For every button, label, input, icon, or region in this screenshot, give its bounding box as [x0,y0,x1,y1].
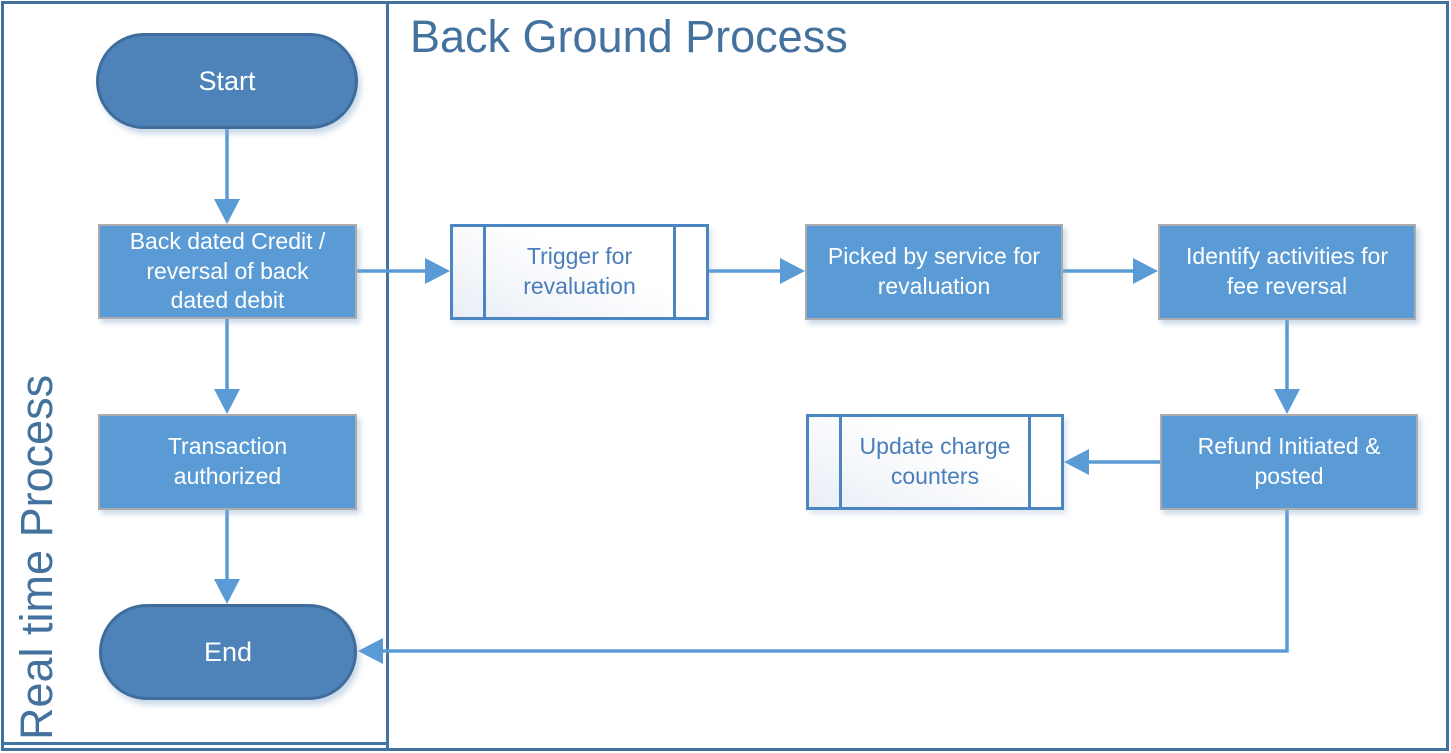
realtime-lane-bottom-border [1,742,389,745]
node-label: Picked by service for revaluation [827,243,1041,299]
node-label: Identify activities for fee reversal [1186,243,1388,299]
node-label: End [203,636,253,667]
node-update-charge-counters-subprocess: Update charge counters [806,414,1064,510]
subprocess-bar-left [839,417,842,507]
node-label: Start [198,65,256,96]
node-label: Back dated Credit / reversal of back dat… [129,227,326,314]
node-transaction-authorized-process: Transaction authorized [98,414,357,510]
node-identify-activities-process: Identify activities for fee reversal [1158,224,1416,320]
lane-title-realtime-process: Real time Process [11,374,62,740]
node-backdated-credit-process: Back dated Credit / reversal of back dat… [98,224,357,319]
subprocess-bar-right [1028,417,1031,507]
node-label: Trigger for revaluation [523,243,636,299]
subprocess-bar-right [673,227,676,317]
node-label: Update charge counters [859,433,1011,489]
swimlane-divider [386,1,389,750]
node-label: Transaction authorized [167,433,288,489]
node-label: Refund Initiated & posted [1197,433,1381,489]
node-start-terminator: Start [96,33,358,129]
node-picked-by-service-process: Picked by service for revaluation [805,224,1063,320]
node-trigger-revaluation-subprocess: Trigger for revaluation [450,224,709,320]
node-refund-initiated-process: Refund Initiated & posted [1160,414,1418,510]
node-end-terminator: End [99,604,357,700]
subprocess-bar-left [483,227,486,317]
lane-title-background-process: Back Ground Process [410,11,848,62]
